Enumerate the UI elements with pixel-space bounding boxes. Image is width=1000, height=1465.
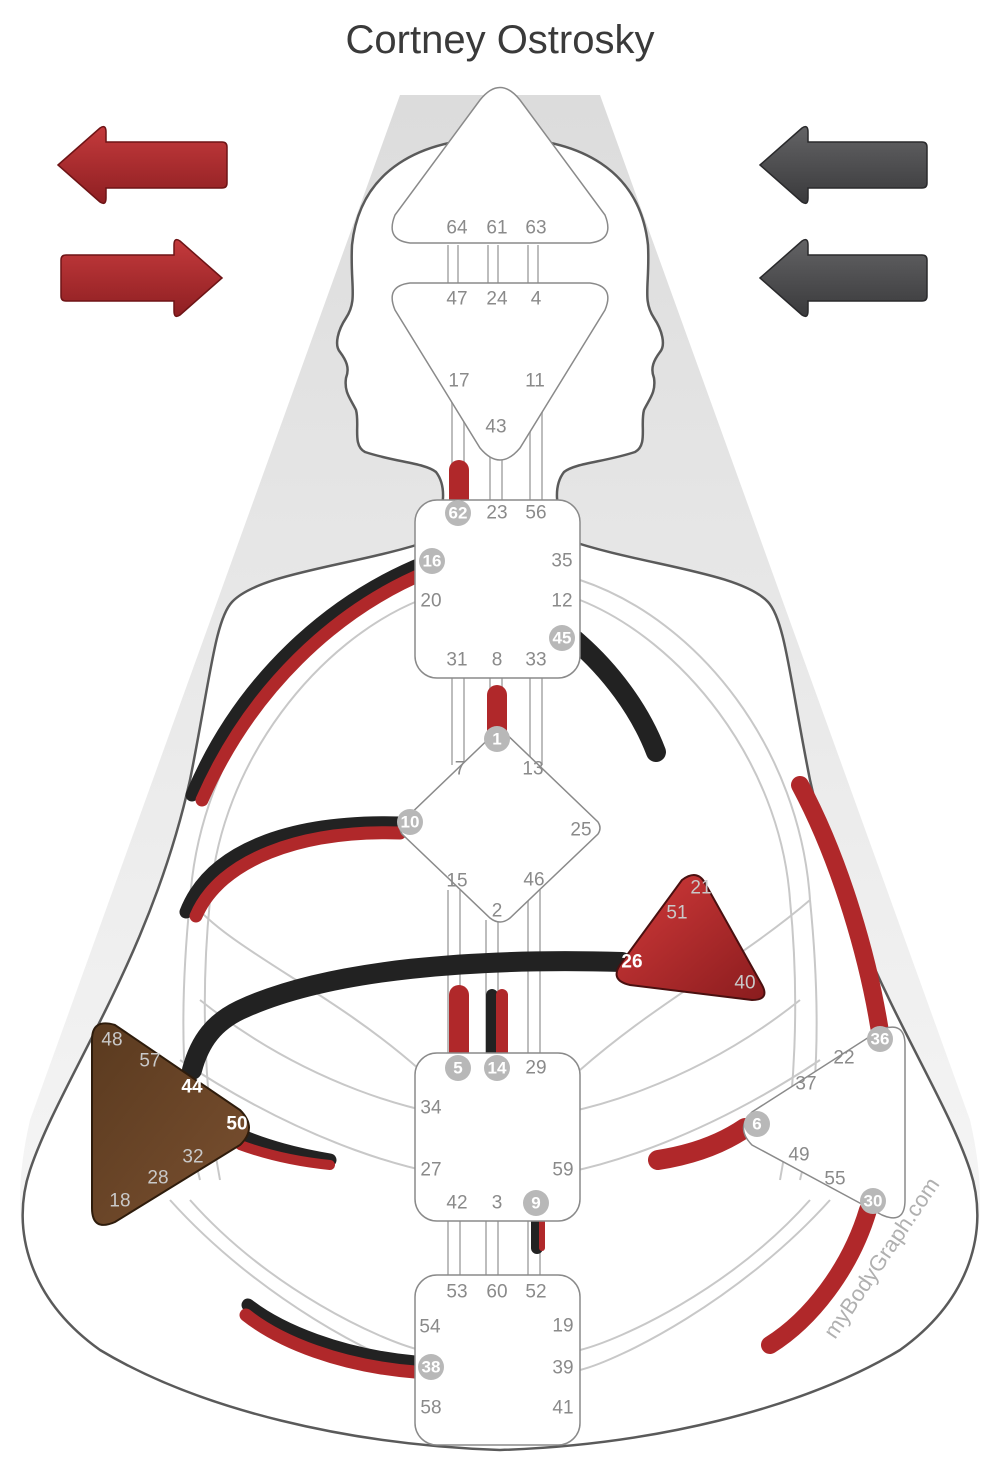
gate-60: 60	[486, 1282, 507, 1303]
top-left-arrow	[56, 125, 228, 205]
gate-33: 33	[525, 650, 546, 671]
spleen-center	[91, 1022, 250, 1226]
gate-62: 62	[449, 504, 468, 523]
active-channels	[179, 460, 891, 1379]
gate-14: 14	[488, 1059, 507, 1078]
gate-32: 32	[182, 1147, 203, 1168]
gate-55: 55	[824, 1169, 845, 1190]
gate-54: 54	[419, 1317, 441, 1338]
gate-48: 48	[101, 1030, 122, 1051]
gate-31: 31	[446, 650, 467, 671]
gate-14-badge	[484, 1055, 510, 1081]
gate-47: 47	[446, 289, 467, 310]
gate-5-badge	[445, 1055, 471, 1081]
gate-38-badge	[418, 1354, 444, 1380]
gate-30-badge	[860, 1188, 886, 1214]
gate-39: 39	[552, 1358, 573, 1379]
gate-19: 19	[552, 1316, 573, 1337]
gate-6-badge	[744, 1111, 770, 1137]
gate-28: 28	[147, 1168, 168, 1189]
gate-22: 22	[833, 1048, 854, 1069]
gate-9: 9	[531, 1194, 540, 1213]
root-center	[414, 1274, 581, 1446]
gate-51: 51	[666, 903, 687, 924]
gate-10: 10	[401, 813, 420, 832]
gate-52: 52	[525, 1282, 546, 1303]
ego-center	[615, 874, 766, 1002]
gate-58: 58	[420, 1398, 441, 1419]
gate-41: 41	[552, 1398, 573, 1419]
bottom-right-arrow	[758, 238, 928, 318]
chart-title: Cortney Ostrosky	[345, 18, 655, 62]
solar-plexus-center	[742, 1026, 906, 1219]
gate-61: 61	[486, 218, 507, 239]
gate-45-badge	[549, 625, 575, 651]
gate-5: 5	[453, 1059, 462, 1078]
gate-34: 34	[420, 1098, 442, 1119]
gate-24: 24	[486, 289, 508, 310]
gate-57: 57	[139, 1051, 160, 1072]
gate-36: 36	[871, 1030, 890, 1049]
gate-4: 4	[531, 289, 542, 310]
gate-29: 29	[525, 1058, 546, 1079]
gate-56: 56	[525, 503, 546, 524]
gate-17: 17	[448, 371, 469, 392]
throat-center	[414, 499, 581, 679]
gate-10-badge	[397, 809, 423, 835]
gate-21: 21	[690, 878, 711, 899]
gate-45: 45	[553, 629, 572, 648]
gate-1: 1	[492, 730, 501, 749]
gate-30: 30	[864, 1192, 883, 1211]
ajna-center	[391, 282, 609, 461]
gate-26: 26	[621, 952, 642, 973]
gate-23: 23	[486, 503, 507, 524]
gate-38: 38	[422, 1358, 441, 1377]
gate-2: 2	[492, 901, 503, 922]
gate-13: 13	[522, 759, 543, 780]
gate-50: 50	[226, 1114, 247, 1135]
gate-37: 37	[795, 1074, 816, 1095]
gate-12: 12	[551, 591, 572, 612]
bottom-left-arrow	[60, 238, 224, 318]
gate-44: 44	[181, 1077, 203, 1098]
gate-46: 46	[523, 870, 544, 891]
arrows	[56, 125, 928, 318]
gate-43: 43	[485, 417, 506, 438]
head-center	[391, 86, 609, 244]
sacral-center	[414, 1052, 581, 1222]
top-right-arrow	[758, 125, 928, 205]
gate-25: 25	[570, 820, 591, 841]
gate-15: 15	[446, 871, 467, 892]
gate-16-badge	[419, 548, 445, 574]
gate-11: 11	[525, 371, 545, 392]
gate-1-badge	[484, 726, 510, 752]
gate-63: 63	[525, 218, 546, 239]
gate-27: 27	[420, 1160, 441, 1181]
gate-49: 49	[788, 1145, 809, 1166]
gate-16: 16	[423, 552, 442, 571]
gate-6: 6	[752, 1115, 761, 1134]
gate-53: 53	[446, 1282, 467, 1303]
gate-9-badge	[523, 1190, 549, 1216]
gate-20: 20	[420, 591, 441, 612]
gate-3: 3	[492, 1193, 503, 1214]
gate-59: 59	[552, 1160, 573, 1181]
gate-8: 8	[492, 650, 503, 671]
gate-35: 35	[551, 551, 572, 572]
gate-40: 40	[734, 973, 755, 994]
gate-42: 42	[446, 1193, 467, 1214]
gate-62-badge	[445, 500, 471, 526]
gate-7: 7	[455, 759, 466, 780]
gate-64: 64	[446, 218, 468, 239]
gate-18: 18	[109, 1191, 130, 1212]
gate-36-badge	[867, 1026, 893, 1052]
